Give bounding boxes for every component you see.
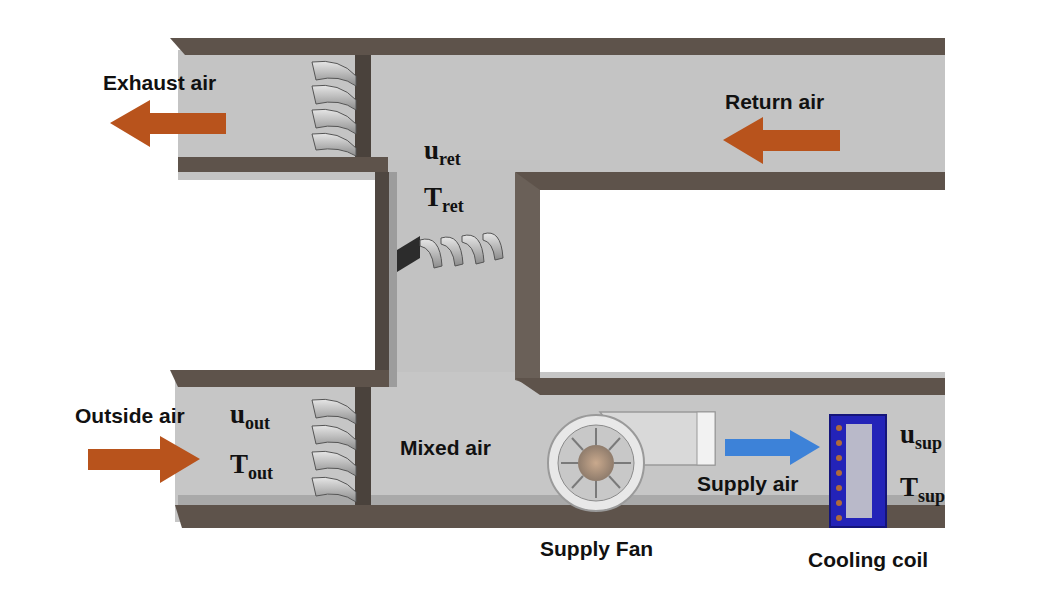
flow-label: Mixed air <box>400 436 491 459</box>
signal-symbol: Tret <box>424 183 464 213</box>
signal-subscript: out <box>245 413 270 433</box>
cooling-coil <box>830 415 886 527</box>
flow-label: Outside air <box>75 404 185 427</box>
signal-subscript: ret <box>439 149 461 169</box>
signal-subscript: ret <box>442 196 464 216</box>
flow-label: Return air <box>725 90 824 113</box>
outside-air-arrow <box>88 436 200 483</box>
signal-name: u <box>230 399 245 429</box>
outside-air-damper <box>312 387 371 505</box>
flow-label: Supply air <box>697 472 799 495</box>
flow-label: Exhaust air <box>103 71 216 94</box>
duct-wall <box>375 172 389 387</box>
supply-air-arrow <box>725 430 820 465</box>
duct-wall <box>515 172 945 190</box>
signal-symbol: uret <box>424 136 461 166</box>
signal-symbol: usup <box>900 420 942 450</box>
signal-symbol: uout <box>230 400 270 430</box>
signal-subscript: sup <box>915 433 942 453</box>
supply-fan <box>548 412 715 511</box>
duct-wall <box>515 172 540 388</box>
signal-subscript: out <box>248 463 273 483</box>
duct-wall <box>178 157 388 172</box>
signal-symbol: Tsup <box>900 473 945 503</box>
signal-name: u <box>424 135 439 165</box>
duct-wall <box>515 378 945 395</box>
component-label: Cooling coil <box>808 548 928 571</box>
signal-name: T <box>900 472 918 502</box>
recirculation-damper <box>397 233 503 272</box>
signal-symbol: Tout <box>230 450 273 480</box>
duct-wall <box>170 370 389 387</box>
exhaust-damper <box>312 55 371 157</box>
mixing-duct <box>375 160 540 390</box>
signal-subscript: sup <box>918 486 945 506</box>
exhaust-arrow <box>110 100 226 147</box>
signal-name: T <box>230 449 248 479</box>
return-arrow <box>723 117 840 164</box>
component-label: Supply Fan <box>540 537 653 560</box>
return-duct <box>178 50 945 180</box>
duct-wall <box>170 38 945 55</box>
duct-wall-shade <box>389 172 397 387</box>
signal-name: T <box>424 182 442 212</box>
signal-name: u <box>900 419 915 449</box>
